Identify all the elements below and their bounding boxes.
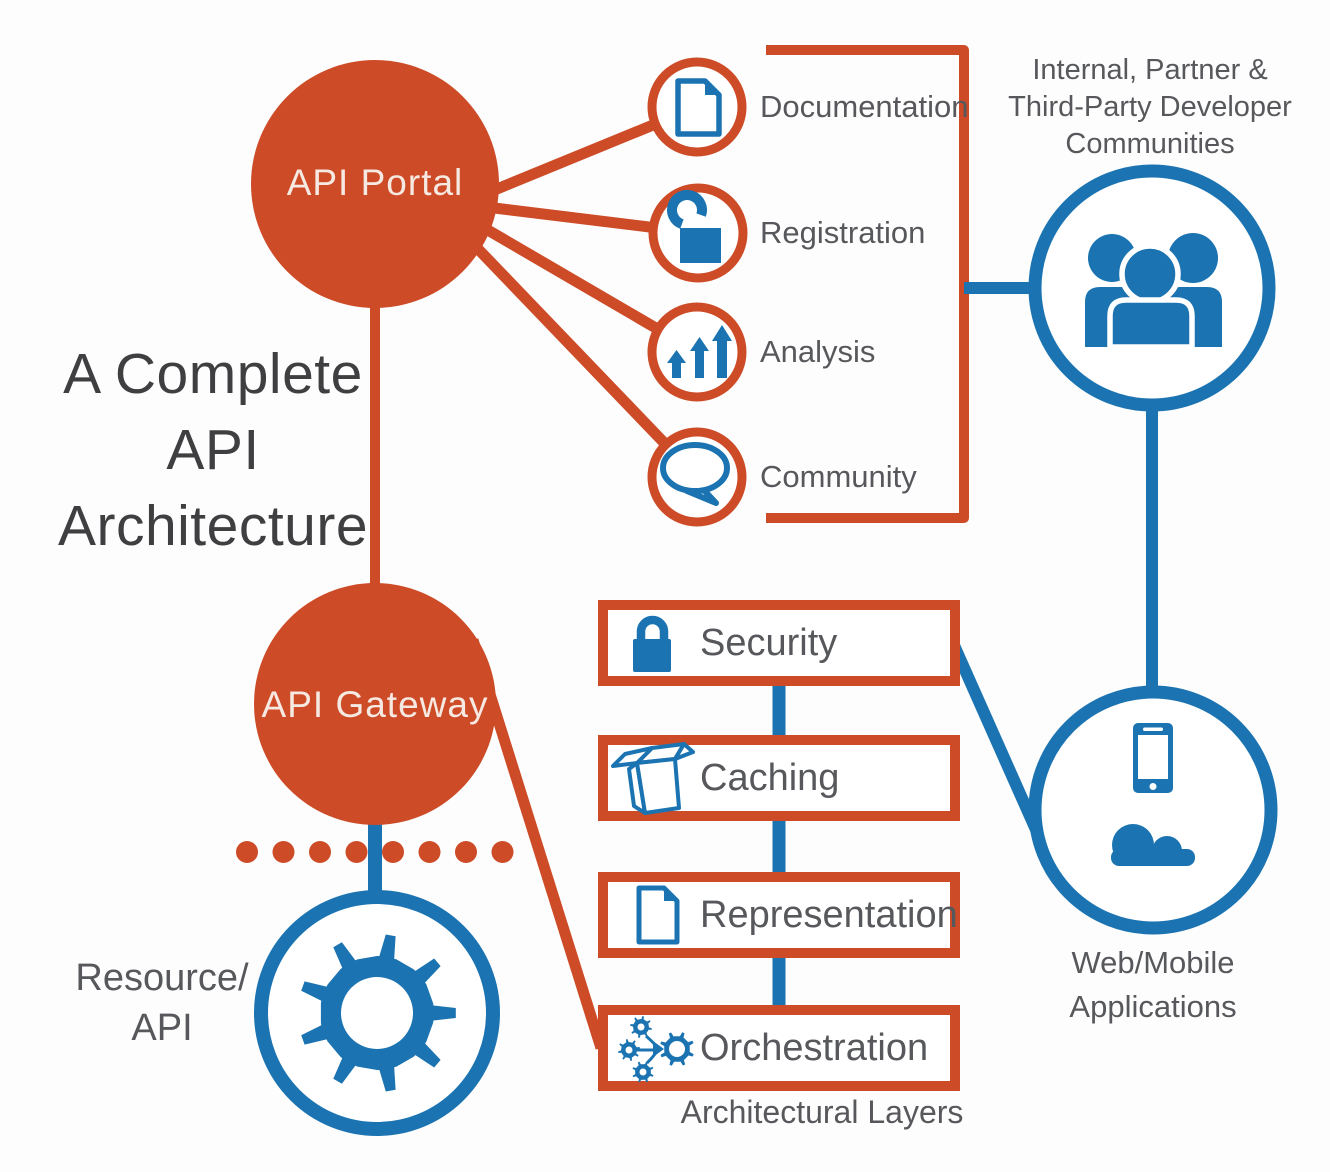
growth-arrows-icon bbox=[667, 325, 732, 378]
speech-bubble-icon bbox=[660, 442, 730, 506]
lock-icon bbox=[633, 615, 671, 672]
resource-api-label: Resource/ API bbox=[75, 957, 249, 1049]
resource-api-node bbox=[254, 890, 500, 1136]
smartphone-icon bbox=[1133, 723, 1173, 793]
gateway-dotted-separator bbox=[236, 841, 514, 863]
web-mobile-label: Web/Mobile Applications bbox=[1069, 945, 1237, 1024]
label-security: Security bbox=[700, 622, 838, 664]
api-gateway-label: API Gateway bbox=[261, 684, 489, 725]
representation-document-icon bbox=[636, 885, 680, 945]
label-analysis: Analysis bbox=[760, 334, 876, 369]
line-portal-community bbox=[451, 221, 701, 481]
label-community: Community bbox=[760, 459, 917, 494]
label-representation: Representation bbox=[700, 894, 958, 936]
label-registration: Registration bbox=[760, 215, 926, 250]
developer-communities-label: Internal, Partner & Third-Party Develope… bbox=[1008, 54, 1292, 160]
title-line: API bbox=[166, 418, 260, 482]
diagram-title: A Complete API Architecture bbox=[17, 336, 409, 564]
gear-icon bbox=[301, 934, 456, 1092]
api-portal-node bbox=[251, 60, 499, 308]
api-gateway-node bbox=[254, 583, 496, 825]
open-padlock-icon bbox=[667, 190, 721, 263]
title-line: Architecture bbox=[57, 494, 369, 558]
label-documentation: Documentation bbox=[760, 89, 969, 124]
cloud-icon bbox=[1111, 824, 1195, 866]
document-icon bbox=[675, 78, 722, 137]
web-mobile-node bbox=[1028, 685, 1278, 935]
gears-icon bbox=[618, 1016, 694, 1083]
icons bbox=[301, 78, 1222, 1092]
title-line: A Complete bbox=[63, 342, 363, 406]
architectural-layers-caption: Architectural Layers bbox=[680, 1094, 964, 1130]
label-orchestration: Orchestration bbox=[700, 1027, 929, 1069]
people-group-icon bbox=[1085, 233, 1222, 350]
api-portal-label: API Portal bbox=[286, 162, 464, 203]
label-caching: Caching bbox=[700, 757, 840, 799]
open-box-icon bbox=[611, 742, 695, 815]
